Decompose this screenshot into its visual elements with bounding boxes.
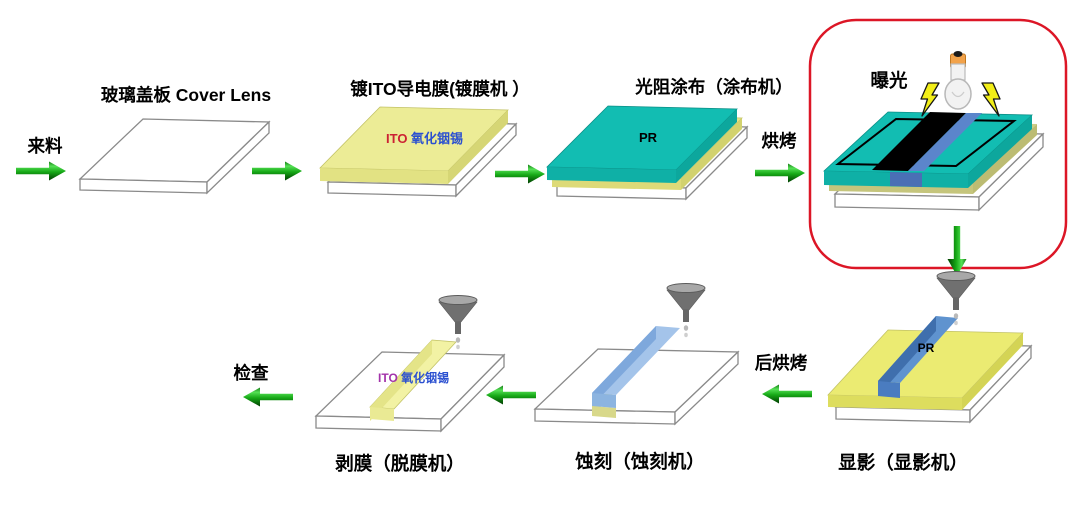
lightning-icon bbox=[920, 82, 940, 117]
exposed-blue-stripe bbox=[908, 113, 982, 171]
arrow-left-icon bbox=[243, 387, 293, 407]
glass-slab bbox=[533, 348, 740, 426]
bulb-icon bbox=[944, 51, 972, 110]
inspect-label: 检查 bbox=[234, 363, 269, 383]
etch-label: 蚀刻（蚀刻机） bbox=[574, 451, 705, 472]
strip-layer-text-cn: 氧化铟锡 bbox=[400, 370, 449, 385]
step-post-bake: 后烘烤 bbox=[755, 353, 812, 404]
incoming-label: 来料 bbox=[27, 136, 63, 156]
station-develop: PR 显影（显影机） bbox=[827, 271, 1033, 473]
arrow-right-icon bbox=[16, 161, 66, 181]
develop-label: 显影（显影机） bbox=[838, 452, 968, 473]
bake-label: 烘烤 bbox=[762, 131, 797, 151]
step-inspect: 检查 bbox=[234, 363, 293, 407]
mask-black-stripe bbox=[872, 112, 966, 171]
exposure-highlight-box bbox=[808, 18, 1068, 270]
strip-label: 剥膜（脱膜机） bbox=[335, 453, 465, 474]
station-cover-lens: 玻璃盖板 Cover Lens bbox=[78, 85, 271, 195]
strip-layer-text: ITO 氧化铟锡 bbox=[378, 370, 449, 385]
pr-layer bbox=[546, 105, 738, 183]
ito-layer-text-en: ITO bbox=[386, 131, 411, 146]
arrow-right-icon bbox=[755, 163, 805, 183]
station-pr-coating: 光阻涂布（涂布机） PR bbox=[546, 77, 793, 201]
pr-bar bbox=[878, 316, 958, 398]
ito-layer-text-cn: 氧化铟锡 bbox=[410, 131, 463, 146]
exposed-blue-stripe-front bbox=[890, 172, 922, 187]
lightning-icon bbox=[981, 82, 1001, 117]
cover-lens-label: 玻璃盖板 Cover Lens bbox=[101, 85, 271, 105]
station-ito-coating: 镀ITO导电膜(镀膜机 ） ITO 氧化铟锡 bbox=[319, 79, 530, 198]
step-incoming: 来料 bbox=[16, 136, 66, 181]
strip-layer-text-en: ITO bbox=[378, 371, 401, 385]
arrow-left-icon bbox=[486, 385, 536, 405]
ito-layer bbox=[827, 329, 1024, 410]
arrow-right-icon bbox=[252, 161, 302, 181]
pr-coat-label: 光阻涂布（涂布机） bbox=[634, 77, 793, 97]
pr-layer-text: PR bbox=[639, 130, 658, 145]
step-bake: 烘烤 bbox=[755, 131, 805, 183]
ito-bar bbox=[369, 339, 457, 421]
ito-layer-text: ITO 氧化铟锡 bbox=[386, 131, 463, 146]
post-bake-label: 后烘烤 bbox=[755, 353, 808, 373]
arrow-left-icon bbox=[762, 384, 812, 404]
arrow-right-icon bbox=[495, 164, 545, 184]
ito-station-label: 镀ITO导电膜(镀膜机 ） bbox=[350, 79, 530, 99]
station-exposure: 曝光 bbox=[808, 18, 1068, 276]
pr-bar bbox=[592, 326, 680, 408]
photomask-outline bbox=[835, 117, 1017, 168]
station-etch: 蚀刻（蚀刻机） bbox=[533, 283, 740, 472]
develop-pr-text: PR bbox=[918, 341, 935, 355]
exposure-label: 曝光 bbox=[870, 70, 908, 91]
ito-layer bbox=[319, 106, 509, 184]
station-strip: ITO 氧化铟锡 剥膜（脱膜机） bbox=[314, 295, 506, 474]
glass-slab bbox=[78, 118, 271, 195]
